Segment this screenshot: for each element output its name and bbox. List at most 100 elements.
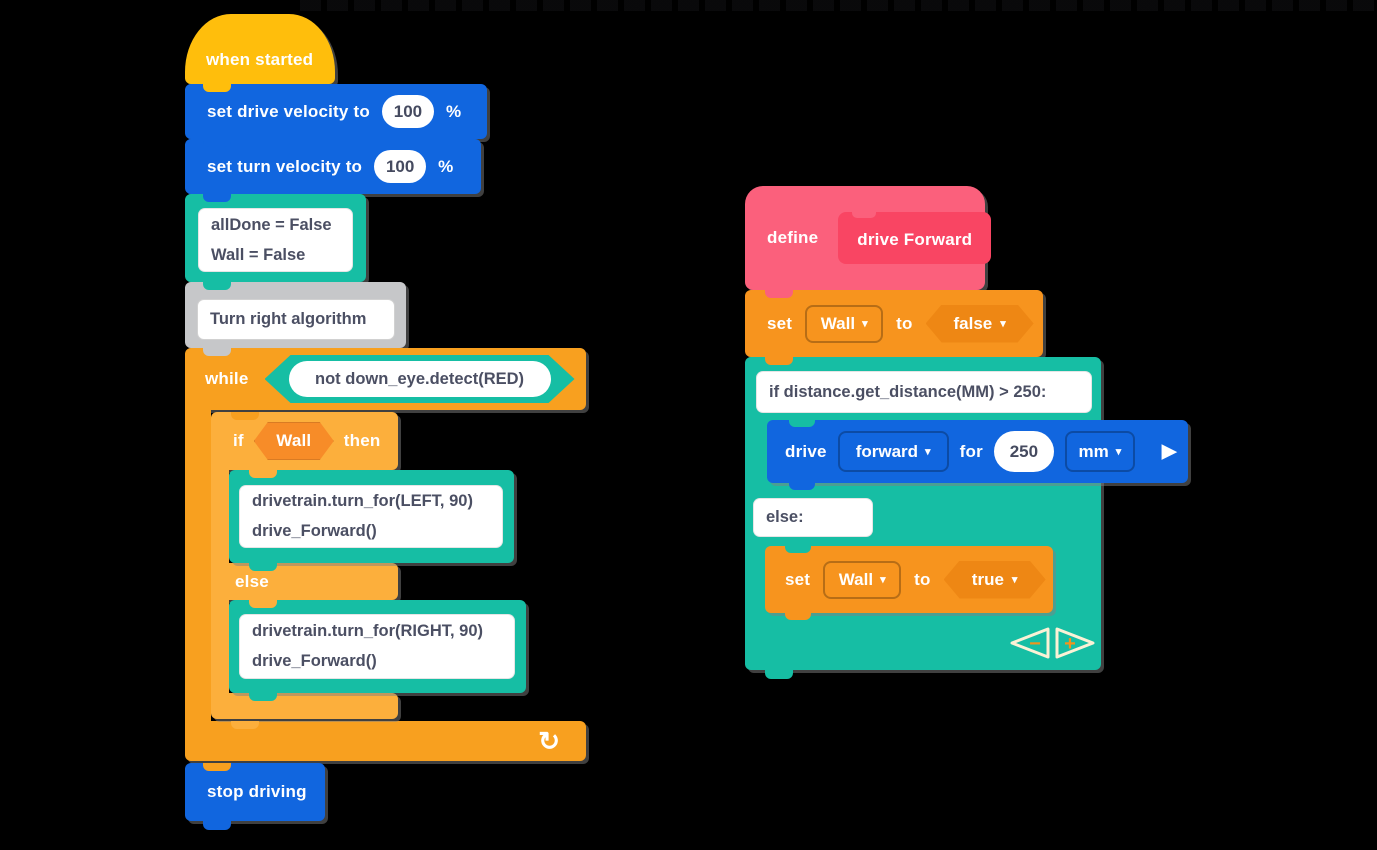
set-wall-true-block[interactable]: set Wall ▾ to true ▾ [765,546,1053,613]
while-block-header[interactable]: while not down_eye.detect(RED) [185,348,586,410]
if-keyword-label: if [233,431,244,450]
block-notch-tab [203,84,231,92]
init-vars-code-editor[interactable]: allDone = False Wall = False [198,208,353,272]
stop-driving-label: stop driving [207,782,307,801]
chevron-down-icon: ▾ [1000,318,1006,330]
while-block-arm [185,410,211,721]
value-dropdown-hexagon[interactable]: true ▾ [944,561,1046,599]
chevron-down-icon: ▾ [1011,574,1018,586]
set-keyword-label: set [767,313,793,333]
loop-repeat-icon: ↻ [538,726,560,756]
value-name: false [953,313,993,333]
variable-name: Wall [838,569,874,589]
set-turn-velocity-block[interactable]: set turn velocity to 100 % [185,139,481,194]
drive-unit-value: mm [1078,441,1109,461]
when-started-label: when started [206,50,314,69]
set-keyword-label: set [785,569,811,589]
code-line: drivetrain.turn_for(RIGHT, 90) [252,622,484,640]
turn-left-code-editor[interactable]: drivetrain.turn_for(LEFT, 90) drive_Forw… [239,485,503,548]
chevron-down-icon: ▾ [1115,446,1122,458]
add-else-if-icon[interactable]: + [1053,626,1099,660]
value-dropdown-hexagon[interactable]: false ▾ [926,305,1034,343]
block-notch-tab [203,348,231,356]
block-notch-tab [231,412,259,420]
run-block-play-icon[interactable]: ▶ [1161,441,1177,462]
else-row[interactable]: else [211,563,398,600]
drive-distance-value: 250 [1009,441,1039,461]
while-condition-code[interactable]: not down_eye.detect(RED) [289,361,551,397]
remove-else-if-icon[interactable]: − [1006,626,1052,660]
drive-distance-input[interactable]: 250 [993,431,1054,472]
block-notch-tab [765,357,793,365]
code-line: drive_Forward() [252,652,377,670]
stop-driving-block[interactable]: stop driving [185,763,325,821]
canvas-top-artifact [300,0,1377,11]
drive-unit-dropdown[interactable]: mm ▾ [1064,431,1135,472]
code-line: drive_Forward() [252,522,377,540]
then-keyword-label: then [343,431,381,450]
while-keyword-label: while [205,369,249,388]
drive-velocity-value-input[interactable]: 100 [381,95,434,128]
code-line: allDone = False [211,215,332,234]
to-keyword-label: to [914,569,931,589]
chevron-down-icon: ▾ [862,318,868,330]
drive-keyword-label: drive [785,441,827,461]
turn-velocity-value-input[interactable]: 100 [374,150,427,183]
if-block-arm-then [211,470,229,563]
define-name-label: drive Forward [857,230,973,249]
turn-left-code-block[interactable]: drivetrain.turn_for(LEFT, 90) drive_Forw… [229,470,514,563]
minus-glyph: − [1029,633,1041,655]
to-keyword-label: to [896,313,913,333]
block-notch-cut [852,212,877,218]
define-prototype-block[interactable]: drive Forward [838,212,992,264]
init-vars-code-block[interactable]: allDone = False Wall = False [185,194,366,282]
block-notch-tab [249,563,277,571]
set-drive-velocity-label: set drive velocity to [207,101,370,121]
block-notch-tab [203,763,231,771]
block-notch-tab [249,693,277,701]
block-notch-tab [789,420,815,427]
if-condition-code-editor[interactable]: if distance.get_distance(MM) > 250: [756,371,1092,413]
value-name: true [971,569,1004,589]
for-keyword-label: for [959,441,983,461]
else-code-editor[interactable]: else: [753,498,873,537]
drive-direction-value: forward [855,441,919,461]
block-notch-tab [203,821,231,830]
comment-block[interactable]: Turn right algorithm [185,282,406,348]
comment-text-box[interactable]: Turn right algorithm [197,299,395,340]
while-condition-hexagon[interactable]: not down_eye.detect(RED) [265,355,575,403]
if-else-code-block[interactable]: if distance.get_distance(MM) > 250: driv… [745,357,1188,670]
turn-velocity-unit: % [438,156,454,176]
drive-direction-dropdown[interactable]: forward ▾ [837,431,949,472]
block-notch-tab [789,483,815,490]
block-notch-tab [765,670,793,679]
block-notch-tab [785,613,811,620]
variable-name: Wall [820,313,856,333]
code-line: drivetrain.turn_for(LEFT, 90) [252,492,473,510]
define-block[interactable]: define drive Forward [745,186,992,290]
set-drive-velocity-block[interactable]: set drive velocity to 100 % [185,84,487,139]
block-notch-tab [231,721,259,729]
turn-right-code-block[interactable]: drivetrain.turn_for(RIGHT, 90) drive_For… [229,600,526,693]
block-notch-tab [249,470,277,478]
if-condition-variable: Wall [276,431,312,450]
if-block-arm-else [211,600,229,693]
drive-velocity-value: 100 [393,101,423,121]
drive-forward-block[interactable]: drive forward ▾ for 250 mm ▾ ▶ [767,420,1188,483]
turn-right-code-editor[interactable]: drivetrain.turn_for(RIGHT, 90) drive_For… [239,614,515,679]
define-keyword-label: define [767,228,819,247]
if-block-header[interactable]: if Wall then [211,412,398,470]
if-block-footer[interactable] [211,693,398,719]
chevron-down-icon: ▾ [880,574,886,586]
if-condition-hexagon[interactable]: Wall [254,422,334,460]
code-line: else: [766,508,804,526]
when-started-block[interactable]: when started [185,14,335,84]
block-notch-tab [203,194,231,202]
plus-glyph: + [1064,633,1076,655]
variable-dropdown[interactable]: Wall ▾ [805,304,884,343]
variable-dropdown[interactable]: Wall ▾ [823,560,902,599]
set-wall-false-block[interactable]: set Wall ▾ to false ▾ [745,290,1043,357]
